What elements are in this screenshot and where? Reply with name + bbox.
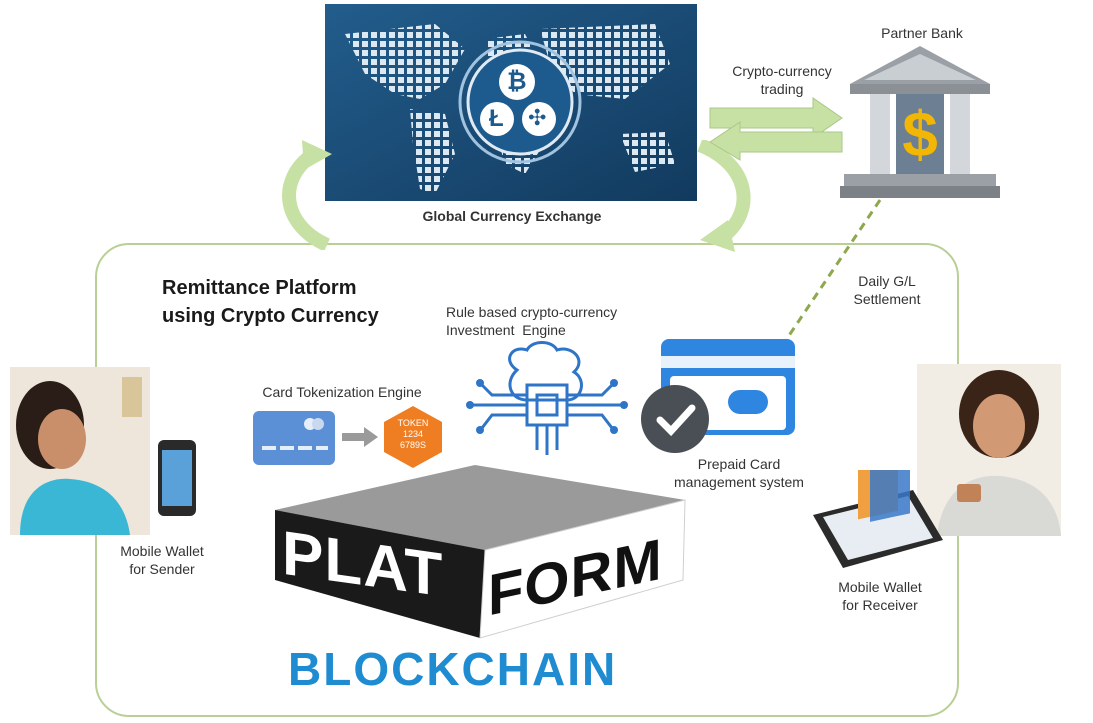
bitcoin-icon: ₿ [507, 68, 527, 95]
bank-icon: $ [840, 44, 1000, 200]
token-text: TOKEN 1234 6789S [397, 418, 429, 450]
sender-label: Mobile Wallet for Sender [120, 543, 204, 577]
trading-label: Crypto-currency trading [732, 63, 832, 97]
ripple-icon: ✣ [528, 105, 547, 130]
bank-label: Partner Bank [881, 25, 963, 41]
ai-chip-icon [466, 341, 628, 455]
check-icon [641, 385, 709, 453]
prepaid-label: Prepaid Card management system [674, 456, 804, 490]
platform-title: Remittance Platform using Crypto Currenc… [162, 277, 379, 327]
sender-photo [10, 367, 150, 535]
settlement-label: Daily G/L Settlement [853, 273, 921, 307]
left-cycle-arrow [282, 140, 332, 250]
right-cycle-arrow [697, 140, 751, 252]
arrow-to-token [342, 427, 378, 447]
settlement-line [784, 199, 882, 341]
investment-engine-label: Rule based crypto-currency Investment En… [446, 304, 618, 338]
world-map-panel: ₿ Ł ✣ [325, 4, 697, 201]
receiver-label: Mobile Wallet for Receiver [838, 579, 922, 613]
litecoin-icon: Ł [489, 105, 504, 132]
tablet-icon [808, 470, 948, 570]
tokenization-label: Card Tokenization Engine [262, 384, 422, 400]
receiver-photo [917, 364, 1061, 536]
exchange-label: Global Currency Exchange [422, 208, 602, 224]
credit-card-icon [253, 411, 335, 465]
blockchain-logo: BLOCKCHAIN [288, 643, 618, 695]
token-icon: TOKEN 1234 6789S [382, 404, 444, 470]
trading-arrows [709, 97, 843, 161]
phone-icon [158, 440, 196, 516]
dollar-icon: $ [902, 98, 938, 170]
platform-cube [275, 465, 686, 639]
